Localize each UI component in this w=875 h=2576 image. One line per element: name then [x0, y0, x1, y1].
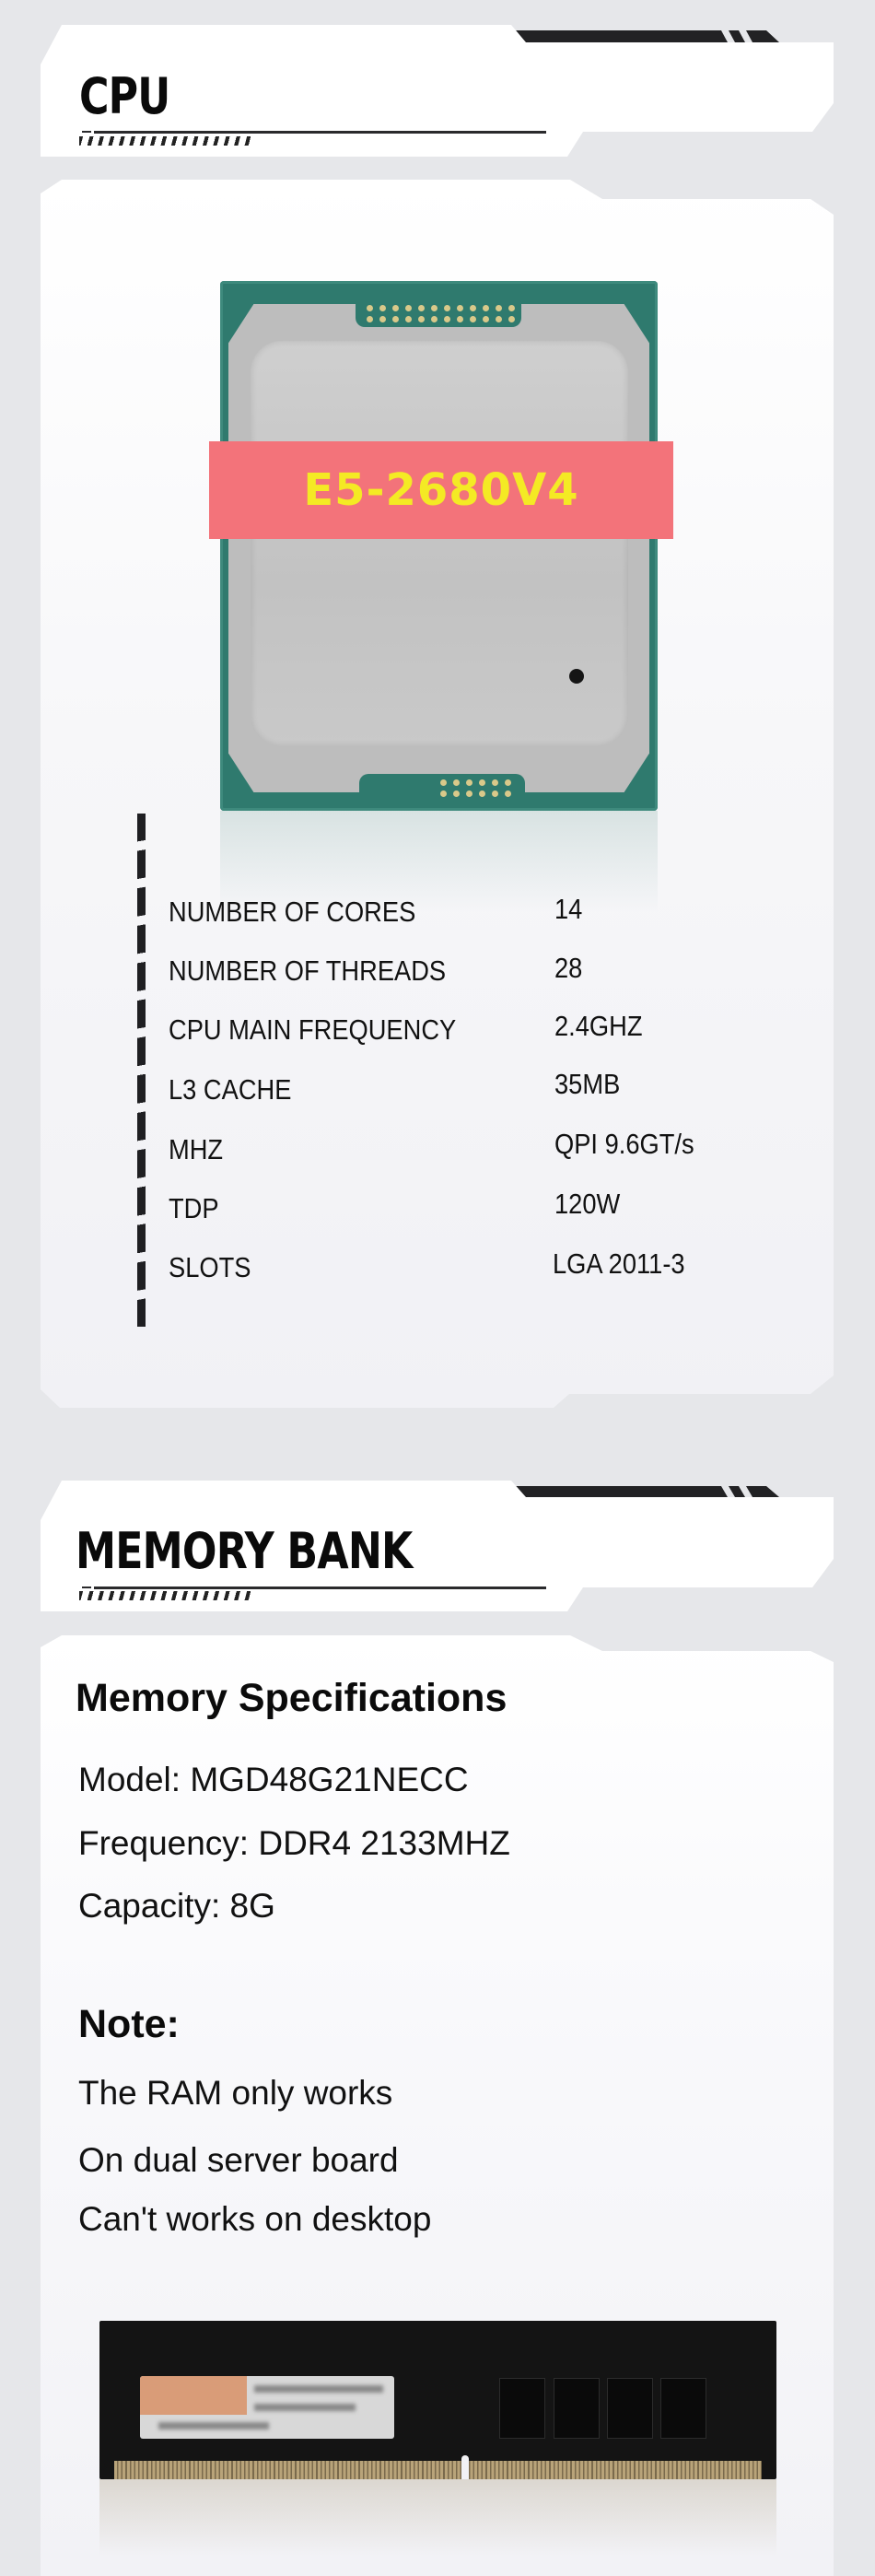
note-line: The RAM only works: [78, 2074, 393, 2112]
spec-label: TDP: [169, 1192, 219, 1224]
cpu-heatspreader-top: [251, 341, 628, 746]
note-line: Can't works on desktop: [78, 2200, 432, 2238]
note-heading: Note:: [78, 2002, 180, 2046]
memory-section-title: MEMORY BANK: [76, 1522, 413, 1580]
memory-spec-capacity: Capacity: 8G: [78, 1887, 275, 1925]
cpu-contact-pads-top-2: [367, 316, 515, 322]
memory-spec-frequency: Frequency: DDR4 2133MHZ: [78, 1824, 510, 1862]
cpu-indicator-dot: [569, 669, 584, 684]
cpu-contact-pads-bottom: [440, 779, 511, 786]
spec-label: MHZ: [169, 1133, 224, 1165]
title-hatch-decoration: [79, 1591, 251, 1600]
ram-memory-chip: [554, 2378, 600, 2439]
spec-value: 120W: [554, 1188, 621, 1220]
memory-specs-heading: Memory Specifications: [76, 1676, 508, 1720]
spec-value: 35MB: [554, 1068, 621, 1100]
spec-value: 28: [554, 952, 583, 984]
spec-label: L3 CACHE: [169, 1073, 292, 1106]
spec-label: NUMBER OF CORES: [169, 896, 416, 928]
spec-value: 14: [554, 893, 583, 925]
spec-label: CPU MAIN FREQUENCY: [169, 1013, 457, 1046]
spec-value: LGA 2011-3: [553, 1247, 685, 1280]
cpu-contact-pads-top: [367, 305, 515, 311]
ram-gold-contacts: [114, 2461, 762, 2479]
title-underline-dash: [82, 131, 91, 133]
title-hatch-decoration: [79, 136, 251, 146]
ram-memory-chip: [660, 2378, 706, 2439]
spec-value: 2.4GHZ: [554, 1010, 643, 1042]
ram-key-notch: [461, 2455, 469, 2479]
title-underline-dash: [82, 1587, 91, 1588]
spec-label: SLOTS: [169, 1251, 251, 1283]
cpu-model-label: E5-2680V4: [209, 441, 673, 539]
spec-label: NUMBER OF THREADS: [169, 954, 447, 987]
cpu-section-title: CPU: [79, 67, 170, 125]
cpu-reflection: [220, 811, 658, 912]
cpu-contact-pads-bottom-2: [440, 790, 511, 797]
memory-spec-model: Model: MGD48G21NECC: [78, 1761, 469, 1798]
spec-value: QPI 9.6GT/s: [554, 1128, 694, 1160]
note-line: On dual server board: [78, 2141, 399, 2179]
spec-list-dashed-bar: [137, 814, 146, 1327]
title-underline: [94, 1587, 546, 1589]
cpu-contact-notch-top: [356, 299, 521, 327]
ram-memory-chip: [499, 2378, 545, 2439]
cpu-model-text: E5-2680V4: [303, 464, 579, 516]
title-underline: [94, 131, 546, 134]
ram-label-sticker: [140, 2376, 394, 2439]
ram-reflection: [99, 2479, 776, 2576]
ram-module-image: [99, 2321, 776, 2479]
ram-memory-chip: [607, 2378, 653, 2439]
